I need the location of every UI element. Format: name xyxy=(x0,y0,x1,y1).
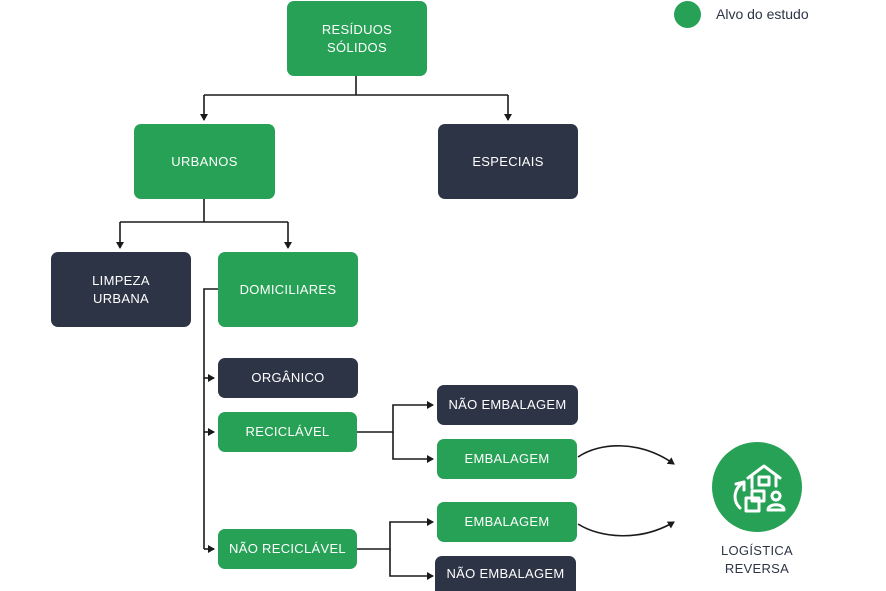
logistica-reversa-label: LOGÍSTICA REVERSA xyxy=(720,543,794,576)
reverse-logistics-icon xyxy=(712,442,802,532)
node-nao-reciclavel-nao-embalagem: NÃO EMBALAGEM xyxy=(435,556,576,591)
node-especiais: ESPECIAIS xyxy=(438,124,578,199)
node-limpeza-urbana: LIMPEZA URBANA xyxy=(51,252,191,327)
legend-marker xyxy=(674,1,701,28)
node-reciclavel-embalagem: EMBALAGEM xyxy=(437,439,577,479)
node-organico: ORGÂNICO xyxy=(218,358,358,398)
node-urbanos: URBANOS xyxy=(134,124,275,199)
node-domiciliares: DOMICILIARES xyxy=(218,252,358,327)
legend-label: Alvo do estudo xyxy=(716,6,809,22)
node-residuos-solidos: RESÍDUOS SÓLIDOS xyxy=(287,1,427,76)
node-nao-reciclavel: NÃO RECICLÁVEL xyxy=(218,529,357,569)
node-nao-reciclavel-embalagem: EMBALAGEM xyxy=(437,502,577,542)
node-reciclavel: RECICLÁVEL xyxy=(218,412,357,452)
node-reciclavel-nao-embalagem: NÃO EMBALAGEM xyxy=(437,385,578,425)
